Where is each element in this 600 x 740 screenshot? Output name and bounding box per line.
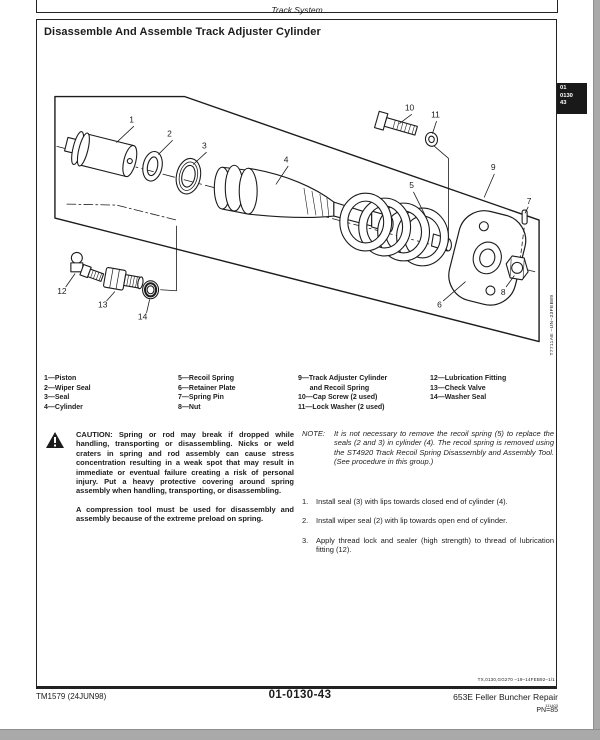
step-number: 3. bbox=[302, 535, 309, 545]
washer-seal bbox=[142, 280, 160, 300]
legend-line: 6—Retainer Plate bbox=[178, 384, 236, 392]
note-block: NOTE: It is not necessary to remove the … bbox=[302, 429, 554, 467]
legend-line: 7—Spring Pin bbox=[178, 394, 224, 402]
parts-legend-col3: 9—Track Adjuster Cylinder and Recoil Spr… bbox=[298, 374, 387, 412]
footer-manual-number: TM1579 (24JUN98) bbox=[36, 692, 107, 701]
legend-line: 11—Lock Washer (2 used) bbox=[298, 403, 385, 411]
recoil-spring bbox=[339, 192, 452, 267]
part-label-7: 7 bbox=[527, 196, 532, 206]
step-text: Apply thread lock and sealer (high stren… bbox=[316, 535, 554, 555]
legend-line: 8—Nut bbox=[178, 403, 201, 411]
leader-lines bbox=[65, 114, 529, 314]
caution-paragraph-1: CAUTION: Spring or rod may break if drop… bbox=[76, 430, 294, 496]
legend-line: 1—Piston bbox=[44, 375, 77, 382]
part-label-1: 1 bbox=[129, 114, 134, 124]
section-index-tab: 01 0130 43 bbox=[557, 83, 587, 114]
figure-border bbox=[54, 95, 540, 343]
step-3: 3. Apply thread lock and sealer (high st… bbox=[302, 536, 554, 555]
wiper-seal bbox=[142, 150, 163, 182]
legend-line: 4—Cylinder bbox=[44, 403, 83, 411]
parts-legend-col2: 5—Recoil Spring 6—Retainer Plate 7—Sprin… bbox=[178, 374, 236, 412]
caution-block: CAUTION: Spring or rod may break if drop… bbox=[46, 430, 296, 533]
page-title: Disassemble And Assemble Track Adjuster … bbox=[44, 26, 321, 38]
lubrication-fitting bbox=[70, 251, 105, 282]
legend-line: 14—Washer Seal bbox=[430, 394, 487, 402]
running-header-box: Track System bbox=[36, 0, 558, 15]
note-label: NOTE: bbox=[302, 429, 325, 438]
part-label-5: 5 bbox=[409, 180, 414, 190]
footer-pn: PN=85 bbox=[536, 707, 558, 714]
part-label-3: 3 bbox=[202, 140, 207, 150]
figure-reference-code: TX,0130,GG270 –19–14FEB92–1/1 bbox=[477, 677, 555, 682]
procedure-steps: 1. Install seal (3) with lips towards cl… bbox=[302, 497, 554, 565]
parts-legend-col4: 12—Lubrication Fitting 13—Check Valve 14… bbox=[430, 374, 506, 403]
step-1: 1. Install seal (3) with lips towards cl… bbox=[302, 497, 554, 506]
tab-chapter: 01 bbox=[560, 85, 567, 91]
footer-page-number: 01-0130-43 bbox=[268, 689, 332, 701]
legend-line: 10—Cap Screw (2 used) bbox=[298, 394, 378, 402]
footer-model-name: 653E Feller Buncher Repair bbox=[453, 692, 558, 702]
spring-pin bbox=[519, 209, 528, 261]
part-label-8: 8 bbox=[501, 287, 506, 297]
step-2: 2. Install wiper seal (2) with lip towar… bbox=[302, 516, 554, 525]
step-number: 2. bbox=[302, 516, 309, 526]
step-number: 1. bbox=[302, 497, 309, 506]
retainer-plate bbox=[448, 210, 527, 306]
content-frame bbox=[36, 19, 557, 689]
legend-line: 13—Check Valve bbox=[430, 384, 486, 392]
footer-print-code: 111403 bbox=[545, 703, 558, 708]
step-line bbox=[66, 203, 177, 221]
step-text: Install seal (3) with lips towards close… bbox=[316, 497, 508, 506]
tab-page: 43 bbox=[560, 100, 567, 106]
part-label-10: 10 bbox=[405, 102, 415, 112]
cap-screw bbox=[373, 110, 418, 136]
note-text: It is not necessary to remove the recoil… bbox=[334, 429, 554, 467]
scan-edge-right bbox=[593, 0, 600, 739]
warning-triangle-icon bbox=[46, 432, 64, 448]
piston bbox=[64, 131, 138, 178]
part-labels: 1 2 3 4 5 6 7 8 9 10 11 12 13 14 bbox=[57, 102, 532, 321]
part-label-13: 13 bbox=[98, 300, 108, 310]
seal bbox=[175, 157, 202, 195]
legend-line: 9—Track Adjuster Cylinder bbox=[298, 375, 388, 382]
legend-line: 5—Recoil Spring bbox=[178, 375, 235, 382]
part-label-11: 11 bbox=[431, 109, 440, 119]
cap-screw-axis-line bbox=[434, 145, 449, 243]
scan-edge-bottom bbox=[0, 729, 600, 740]
legend-line: and Recoil Spring bbox=[298, 384, 370, 392]
part-label-14: 14 bbox=[138, 312, 148, 322]
part-label-9: 9 bbox=[491, 162, 496, 172]
legend-line: 2—Wiper Seal bbox=[44, 384, 91, 392]
legend-line: 12—Lubrication Fitting bbox=[430, 375, 507, 382]
check-valve bbox=[103, 267, 144, 291]
nut bbox=[505, 255, 529, 281]
part-label-12: 12 bbox=[57, 286, 67, 296]
caution-paragraph-2: A compression tool must be used for disa… bbox=[76, 504, 294, 524]
step-text: Install wiper seal (2) with lip towards … bbox=[316, 516, 508, 526]
lock-washer bbox=[424, 131, 439, 147]
exploded-parts-figure: 1 2 3 4 5 6 7 8 9 10 11 12 13 14 T7711AE… bbox=[54, 95, 555, 356]
part-label-6: 6 bbox=[437, 300, 442, 310]
running-header: Track System bbox=[271, 5, 323, 15]
tab-group: 0130 bbox=[560, 92, 573, 99]
legend-line: 3—Seal bbox=[44, 394, 70, 402]
fitting-axis-line bbox=[160, 225, 177, 292]
cylinder bbox=[213, 164, 394, 233]
figure-id-vertical: T7711AE –UN–23FEB89 bbox=[549, 295, 555, 356]
parts-legend-col1: 1—Piston 2—Wiper Seal 3—Seal 4—Cylinder bbox=[44, 374, 91, 412]
part-label-4: 4 bbox=[284, 154, 289, 164]
part-label-2: 2 bbox=[167, 128, 172, 138]
